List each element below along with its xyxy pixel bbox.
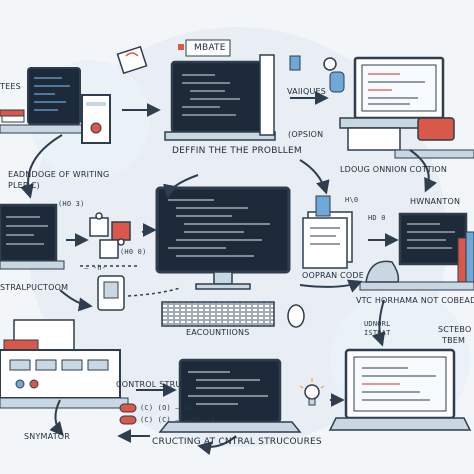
vaiques-label: VAIIQUES [287,87,327,96]
snymator-label: SNYMATOR [24,432,71,441]
sctebo-label: SCTEBO [438,325,472,334]
code-frag-3: (H0 0) [120,248,147,256]
mouse-icon [287,304,305,328]
define-problem-label: DEFFIN THE THE PROBLLEM [172,146,302,156]
monitor-icon [155,186,291,274]
pleps-label: PLEP C) [8,181,40,190]
doug-onnion-label: LDOUG ONNION COTTION [340,165,448,174]
itstrat-label: ISTRAT [364,329,391,337]
desk-top-left [0,124,91,134]
control-structures-label: CONTROL STRUCTRES [116,380,209,389]
monitor-icon [398,212,468,266]
vtc-label: VTC HORHAMA NOT COBEAD [356,296,474,305]
h-zero-label: H\0 [345,196,359,204]
workstation-top-right [329,56,474,159]
figure-icon [329,71,345,93]
figure-icon [365,260,400,283]
knowledge-writing-label: EADNDOGE OF WRITING [8,170,110,179]
laptop-icon [328,348,472,431]
workstation-top-left [0,67,111,144]
books-icon [457,231,474,283]
printer-icon [347,127,401,151]
document-icon [302,195,353,269]
puzzle-icon [116,45,148,75]
hwnanton-label: HWNANTON [410,197,461,206]
code-frag-1: (HO 3) [58,200,85,208]
udnorl-label: UDNORL [364,320,391,328]
books-icon [0,109,25,117]
workstation-mid-left [0,203,65,270]
puzzle-icon [89,212,131,259]
eacountions-label: EACOUNTIIONS [186,328,250,337]
stral-label: STRALPUCTOOM [0,283,69,292]
tag-icon [119,403,137,425]
badge-box [185,39,231,57]
crucing-label: CRUCTING AT CNTRAL STRUCOURES [152,437,322,447]
workstation-top-center [164,39,276,141]
laptop-icon [158,358,302,433]
monitor-icon [0,203,58,263]
tbem-label: TBEM [442,336,466,345]
code-frag-2: — -h- [84,264,107,272]
top-badge-label: MBATE [194,43,226,53]
opsion-label: (OPSION [288,130,324,139]
monitor-icon [27,67,81,125]
code-frag-4: (C) (O) — JA [140,404,193,412]
phone-icon [417,117,455,141]
arrow-icon [20,91,438,456]
tees-label: TEES [0,82,21,91]
hd-zero-label: HD 0 [368,214,386,222]
lightbulb-icon [299,378,325,406]
monitor-icon [170,60,270,134]
code-frag-5: (C) (C) — (CO) JA [140,416,216,424]
oppran-code-label: OOPRAN CODE [302,271,364,280]
arrow-icon [80,265,181,297]
workstation-center [97,186,305,328]
figure-icon [289,55,337,71]
keyboard-icon [161,301,275,327]
workstation-bottom-left [0,319,129,409]
